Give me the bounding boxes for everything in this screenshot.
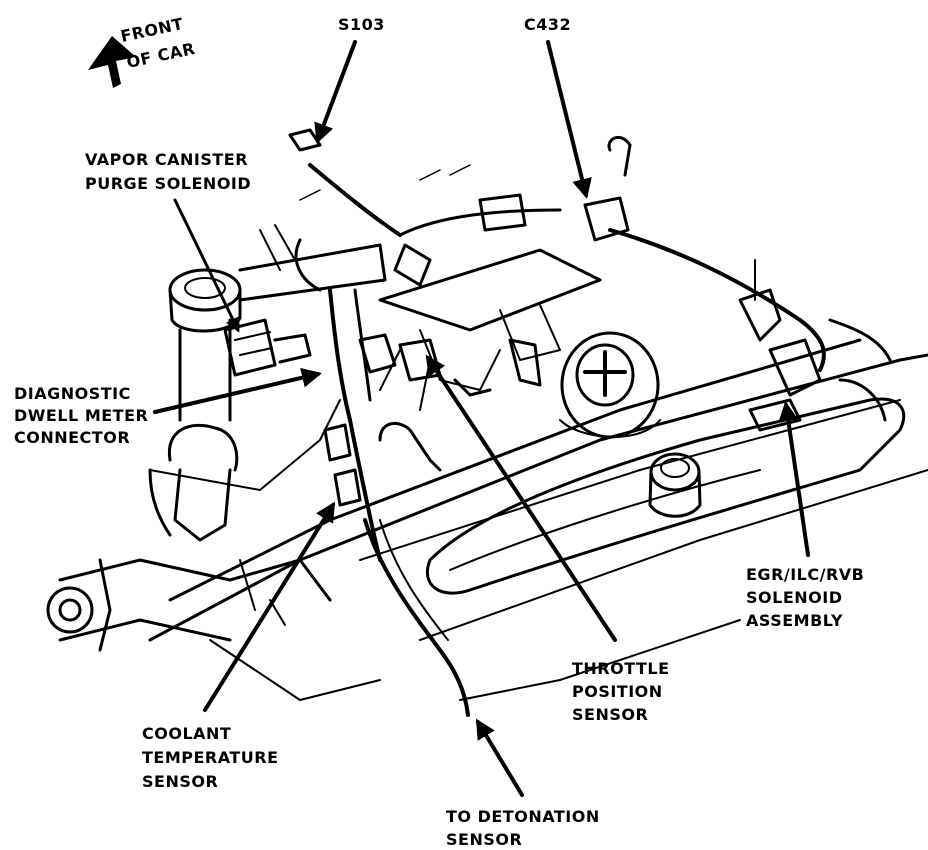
label-vapor-canister-line2: PURGE SOLENOID	[85, 174, 251, 193]
arrow-throttle	[425, 354, 617, 642]
label-egr-line1: EGR/ILC/RVB	[746, 565, 864, 584]
label-coolant-line2: TEMPERATURE	[142, 748, 279, 767]
arrow-detonation	[475, 718, 524, 797]
arrow-vapor-canister	[173, 198, 240, 333]
arrow-c432	[546, 40, 592, 199]
orientation-line2: OF CAR	[125, 39, 197, 72]
label-vapor-canister-line1: VAPOR CANISTER	[85, 150, 248, 169]
label-detonation-line1: TO DETONATION	[446, 807, 600, 826]
label-coolant-line1: COOLANT	[142, 724, 231, 743]
label-coolant-line3: SENSOR	[142, 772, 218, 791]
front-of-car-indicator: FRONT OF CAR	[88, 14, 197, 88]
arrow-egr	[778, 401, 810, 557]
label-throttle-line3: SENSOR	[572, 705, 648, 724]
arrow-coolant	[203, 501, 336, 712]
label-egr-line2: SOLENOID	[746, 588, 842, 607]
orientation-line1: FRONT	[119, 14, 185, 46]
label-throttle-line1: THROTTLE	[572, 659, 670, 678]
label-c432: C432	[524, 15, 571, 34]
arrow-s103	[314, 40, 357, 144]
callout-arrows	[153, 40, 810, 797]
callout-labels: S103 C432 VAPOR CANISTER PURGE SOLENOID …	[14, 15, 864, 849]
engine-illustration	[46, 128, 928, 717]
label-egr-line3: ASSEMBLY	[746, 611, 843, 630]
label-diagnostic-line2: DWELL METER	[14, 406, 148, 425]
label-diagnostic-line1: DIAGNOSTIC	[14, 384, 131, 403]
front-arrow-icon	[88, 36, 136, 88]
arrow-diagnostic	[153, 367, 322, 414]
label-diagnostic-line3: CONNECTOR	[14, 428, 130, 447]
label-detonation-line2: SENSOR	[446, 830, 522, 849]
label-throttle-line2: POSITION	[572, 682, 663, 701]
label-s103: S103	[338, 15, 385, 34]
